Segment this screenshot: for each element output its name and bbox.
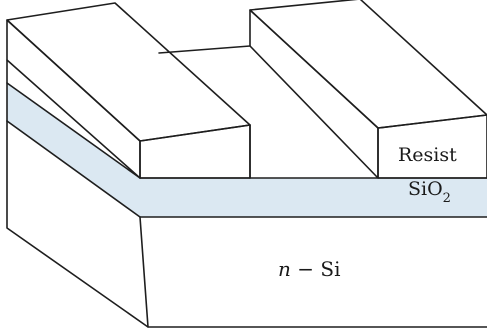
sio2-label-main: SiO xyxy=(408,178,443,200)
resist-label: Resist xyxy=(398,144,457,166)
right-resist-top-face xyxy=(249,0,487,129)
substrate-front-edge xyxy=(139,216,149,328)
left-resist-front-face xyxy=(139,124,251,179)
right-resist-side-face xyxy=(249,9,379,179)
substrate-label: n − Si xyxy=(278,257,340,281)
sio2-label-subscript: 2 xyxy=(443,191,451,206)
oxide-substrate-boundary-side xyxy=(6,120,141,218)
substrate-label-italic: n xyxy=(278,257,291,281)
oxide-top-edge-side xyxy=(6,82,141,179)
oxide-layer-front xyxy=(140,178,487,217)
oxide-layer-side xyxy=(7,83,140,217)
substrate-label-rest: − Si xyxy=(291,257,341,281)
trench-back-edge xyxy=(158,45,251,54)
substrate-outline xyxy=(6,120,487,328)
right-resist-front-face xyxy=(377,114,487,179)
sio2-label: SiO2 xyxy=(408,178,451,206)
